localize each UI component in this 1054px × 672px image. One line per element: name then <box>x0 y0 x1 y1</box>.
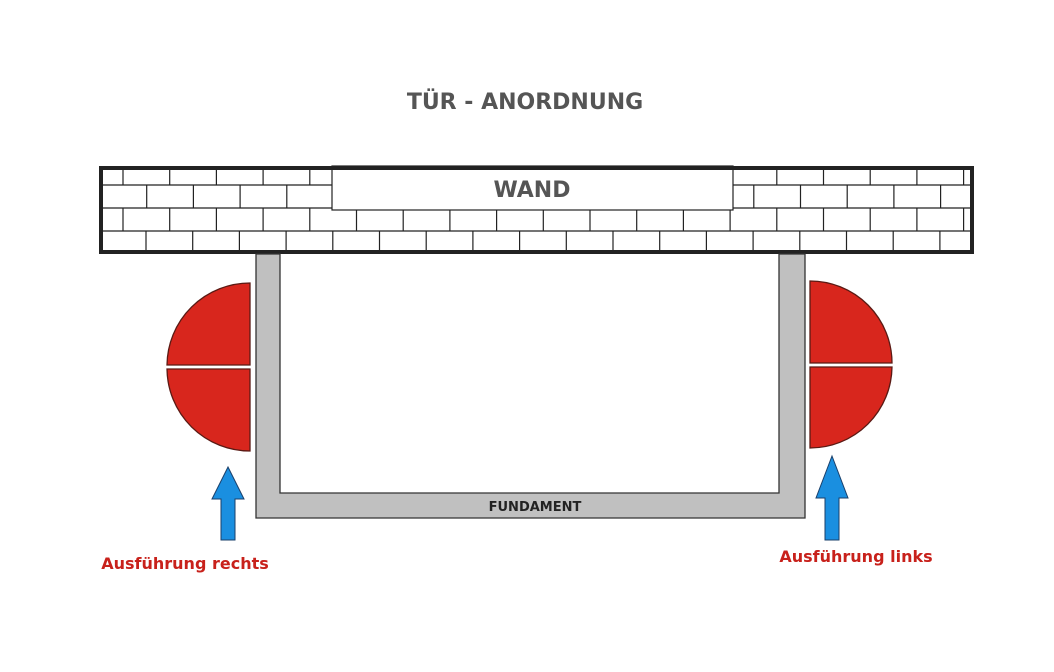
foundation-label: FUNDAMENT <box>489 500 582 515</box>
diagram-title: TÜR - ANORDNUNG <box>407 89 643 115</box>
left-door-label: Ausführung rechts <box>101 554 269 573</box>
arrow-up-icon-left <box>211 465 245 541</box>
wall-label: WAND <box>494 178 571 203</box>
door-right-hinged <box>166 282 251 452</box>
arrow-up-icon-right <box>815 454 849 541</box>
wall-label-box <box>331 165 734 211</box>
foundation <box>255 253 806 519</box>
door-left-hinged <box>809 280 893 449</box>
wall <box>99 165 974 254</box>
right-door-label: Ausführung links <box>779 547 932 566</box>
